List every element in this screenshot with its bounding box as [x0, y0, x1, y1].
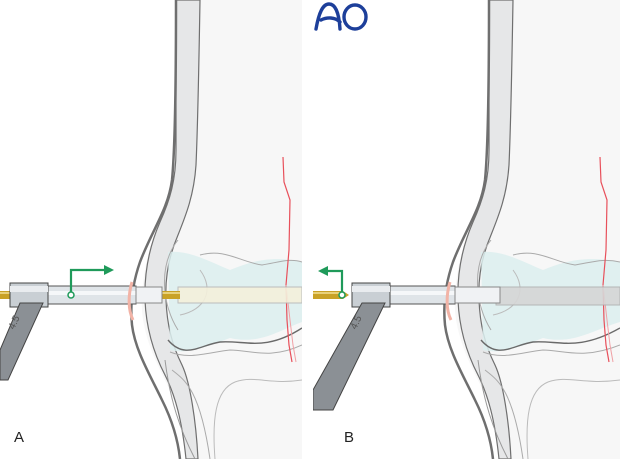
arrow-left-icon: [318, 266, 346, 299]
arrow-right-icon: [67, 265, 114, 299]
ao-logo-icon: [314, 2, 368, 31]
panel-label-b: B: [344, 429, 355, 446]
sleeve-marking-a: 4.5: [7, 314, 23, 332]
panel-a: 4.5 A: [0, 0, 302, 459]
bone-illustration-b: 4.5: [313, 0, 620, 459]
sleeve-marking-b: 4.5: [349, 314, 365, 332]
panel-b: 4.5 B: [313, 0, 620, 459]
panel-label-a: A: [14, 429, 25, 446]
bone-illustration-a: 4.5: [0, 0, 302, 459]
